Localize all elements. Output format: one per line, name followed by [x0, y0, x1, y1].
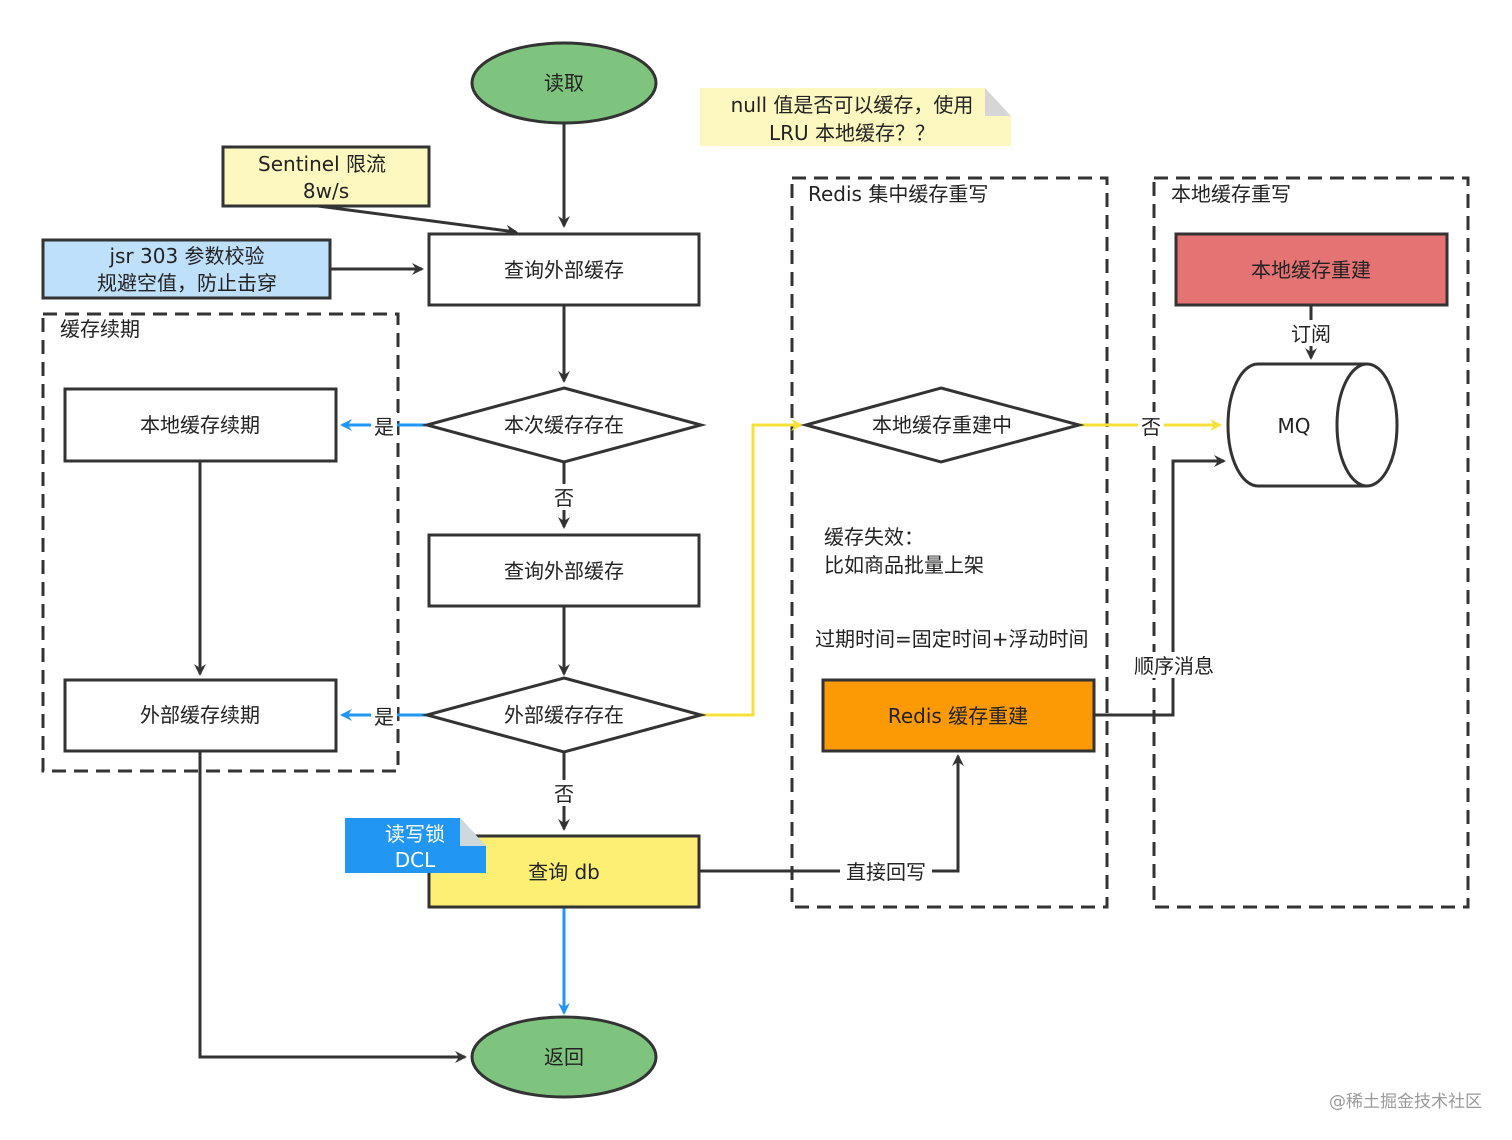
- note-sentinel: Sentinel 限流 8w/s: [221, 145, 431, 208]
- node-local-rebuilding: 本地缓存重建中: [800, 386, 1085, 464]
- node-external-cache-exists: 外部缓存存在: [421, 676, 707, 754]
- group-redis-rewrite: Redis 集中缓存重写: [790, 176, 1109, 909]
- note-jsr303-line2: 规避空值，防止击穿: [97, 271, 277, 295]
- node-this-cache-exists: 本次缓存存在: [421, 386, 707, 464]
- node-this-cache-exists-label: 本次缓存存在: [504, 413, 624, 437]
- node-local-rebuilding-label: 本地缓存重建中: [872, 413, 1012, 437]
- node-query-db-label: 查询 db: [528, 860, 600, 884]
- edge-label-no-2: 否: [554, 782, 574, 806]
- node-mq: MQ: [1226, 362, 1399, 488]
- node-local-rebuild: 本地缓存重建: [1174, 232, 1449, 307]
- note-jsr303-line1: jsr 303 参数校验: [108, 244, 264, 268]
- edge-labels: 是 是 否 否 否 订阅 顺序消息 直接回写: [371, 320, 1337, 884]
- text-cache-invalid-line2: 比如商品批量上架: [824, 553, 984, 577]
- edges: [194, 124, 1317, 1063]
- node-local-renew-label: 本地缓存续期: [140, 413, 260, 437]
- node-redis-rebuild-label: Redis 缓存重建: [888, 704, 1028, 728]
- watermark: @稀土掘金技术社区: [1329, 1092, 1482, 1112]
- edge-sentinel-to-query: [317, 204, 518, 237]
- node-read: 读取: [470, 41, 658, 125]
- node-external-renew-label: 外部缓存续期: [140, 703, 260, 727]
- note-rwlock-line2: DCL: [395, 848, 436, 872]
- edge-external-renew-to-return: [198, 751, 467, 1063]
- node-local-rebuild-label: 本地缓存重建: [1251, 258, 1371, 282]
- edge-label-subscribe: 订阅: [1291, 322, 1331, 346]
- text-cache-invalid-line1: 缓存失效：: [824, 525, 924, 549]
- edge-label-yes-1: 是: [374, 415, 394, 439]
- node-query-external-1-label: 查询外部缓存: [504, 258, 624, 282]
- note-null-cache-line2: LRU 本地缓存？？: [769, 121, 935, 145]
- node-query-external-1: 查询外部缓存: [427, 232, 701, 307]
- edge-redis-rebuild-to-mq: [1094, 455, 1226, 717]
- note-rwlock-line1: 读写锁: [385, 822, 445, 846]
- note-sentinel-line2: 8w/s: [303, 179, 349, 203]
- node-local-renew: 本地缓存续期: [63, 387, 338, 463]
- node-mq-label: MQ: [1278, 414, 1311, 438]
- edge-db-to-redis-rebuild: [699, 754, 964, 873]
- group-local-rewrite-title: 本地缓存重写: [1171, 182, 1291, 206]
- node-external-cache-exists-label: 外部缓存存在: [504, 703, 624, 727]
- note-null-cache-line1: null 值是否可以缓存，使用: [731, 93, 974, 117]
- node-read-label: 读取: [544, 71, 584, 95]
- note-rwlock-dcl: 读写锁 DCL: [345, 818, 486, 873]
- node-query-external-2-label: 查询外部缓存: [504, 559, 624, 583]
- edge-label-no-3: 否: [1141, 415, 1161, 439]
- note-jsr303: jsr 303 参数校验 规避空值，防止击穿: [41, 238, 332, 300]
- group-renew-title: 缓存续期: [60, 317, 140, 341]
- node-return-label: 返回: [544, 1045, 584, 1069]
- edge-label-yes-2: 是: [374, 705, 394, 729]
- node-external-renew: 外部缓存续期: [63, 678, 338, 753]
- note-null-cache: null 值是否可以缓存，使用 LRU 本地缓存？？: [700, 88, 1011, 146]
- edge-label-no-1: 否: [554, 486, 574, 510]
- group-redis-rewrite-title: Redis 集中缓存重写: [808, 182, 988, 206]
- edge-label-ordered-message: 顺序消息: [1134, 654, 1214, 678]
- group-renew: 缓存续期: [41, 312, 400, 773]
- group-local-rewrite: 本地缓存重写: [1152, 176, 1470, 909]
- note-sentinel-line1: Sentinel 限流: [258, 152, 386, 176]
- node-return: 返回: [470, 1015, 658, 1099]
- node-redis-rebuild: Redis 缓存重建: [821, 678, 1096, 753]
- text-expire-formula: 过期时间=固定时间+浮动时间: [815, 627, 1089, 651]
- edge-external-exists-to-rebuilding: [701, 419, 803, 717]
- node-query-external-2: 查询外部缓存: [427, 533, 701, 608]
- edge-label-write-back: 直接回写: [846, 860, 926, 884]
